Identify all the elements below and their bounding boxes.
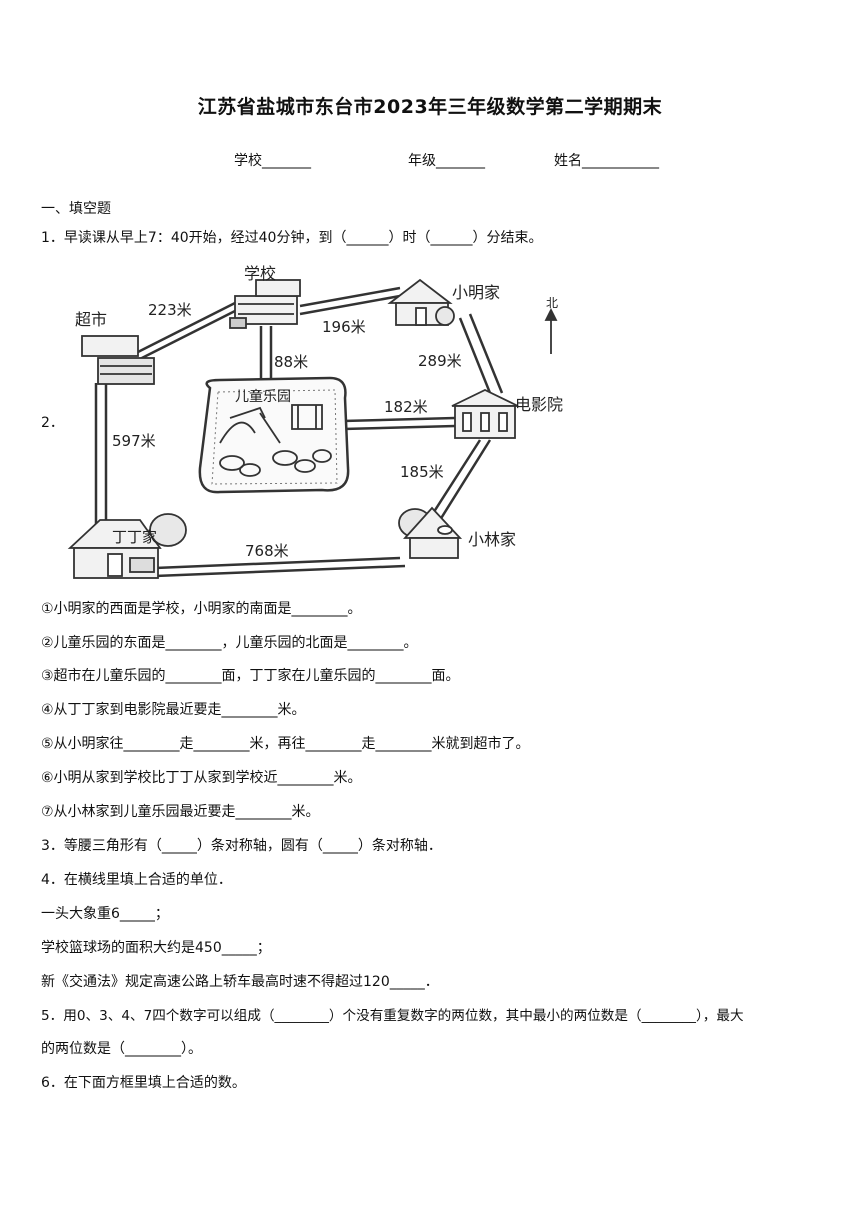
map-illustration: 学校 小明家 超市 儿童乐园 电影院 丁丁家 小林家 北 223米 196米 8…	[67, 264, 563, 579]
section-heading: 一、填空题	[41, 201, 111, 217]
dingding-house	[67, 513, 187, 579]
sub-question-1: ①小明家的西面是学校，小明家的南面是________。	[41, 601, 362, 617]
label-dingding: 丁丁家	[112, 528, 157, 546]
question-4-a: 一头大象重6_____；	[41, 906, 169, 922]
label-cinema: 电影院	[515, 395, 563, 414]
sub-question-4: ④从丁丁家到电影院最近要走________米。	[41, 702, 306, 718]
label-north: 北	[546, 296, 558, 310]
question-6: 6．在下面方框里填上合适的数。	[41, 1075, 246, 1091]
school-field: 学校_______	[234, 153, 311, 169]
distance-school-xiaoming: 196米	[322, 318, 366, 336]
school-building	[229, 279, 301, 329]
xiaoming-house	[387, 278, 455, 326]
north-arrow	[544, 307, 558, 354]
distance-supermarket-dingding: 597米	[112, 432, 156, 450]
sub-question-6: ⑥小明从家到学校比丁丁从家到学校近________米。	[41, 770, 362, 786]
question-3: 3．等腰三角形有（_____）条对称轴，圆有（_____）条对称轴．	[41, 838, 442, 854]
grade-field: 年级_______	[408, 153, 485, 169]
page-title: 江苏省盐城市东台市2023年三年级数学第二学期期末	[197, 96, 663, 118]
sub-question-5: ⑤从小明家往________走________米，再往________走____…	[41, 736, 530, 752]
question-2-number: 2．	[41, 415, 64, 431]
distance-dingding-xiaolin: 768米	[245, 542, 289, 560]
sub-question-7: ⑦从小林家到儿童乐园最近要走________米。	[41, 804, 320, 820]
label-supermarket: 超市	[75, 310, 107, 329]
distance-supermarket-school: 223米	[148, 301, 192, 319]
distance-school-park: 88米	[274, 353, 308, 371]
question-4: 4．在横线里填上合适的单位．	[41, 872, 232, 888]
sub-question-3: ③超市在儿童乐园的________面，丁丁家在儿童乐园的________面。	[41, 668, 460, 684]
supermarket-building	[81, 335, 155, 385]
cinema-building	[451, 388, 519, 439]
distance-xiaoming-cinema: 289米	[418, 352, 462, 370]
question-5-line-2: 的两位数是（________）。	[41, 1041, 202, 1057]
label-xiaolin: 小林家	[468, 530, 516, 549]
label-school: 学校	[244, 264, 276, 283]
xiaolin-house	[398, 506, 463, 559]
name-field: 姓名___________	[554, 153, 659, 169]
question-4-c: 新《交通法》规定高速公路上轿车最高时速不得超过120_____．	[41, 974, 439, 990]
question-4-b: 学校篮球场的面积大约是450_____；	[41, 940, 271, 956]
label-xiaoming: 小明家	[452, 283, 500, 302]
sub-question-2: ②儿童乐园的东面是________，儿童乐园的北面是________。	[41, 635, 418, 651]
distance-cinema-xiaolin: 185米	[400, 463, 444, 481]
question-5-line-1: 5．用0、3、4、7四个数字可以组成（________）个没有重复数字的两位数，…	[41, 1008, 744, 1024]
distance-park-cinema: 182米	[384, 398, 428, 416]
question-1: 1．早读课从早上7：40开始，经过40分钟，到（______）时（______）…	[41, 230, 543, 246]
label-park: 儿童乐园	[235, 388, 291, 405]
